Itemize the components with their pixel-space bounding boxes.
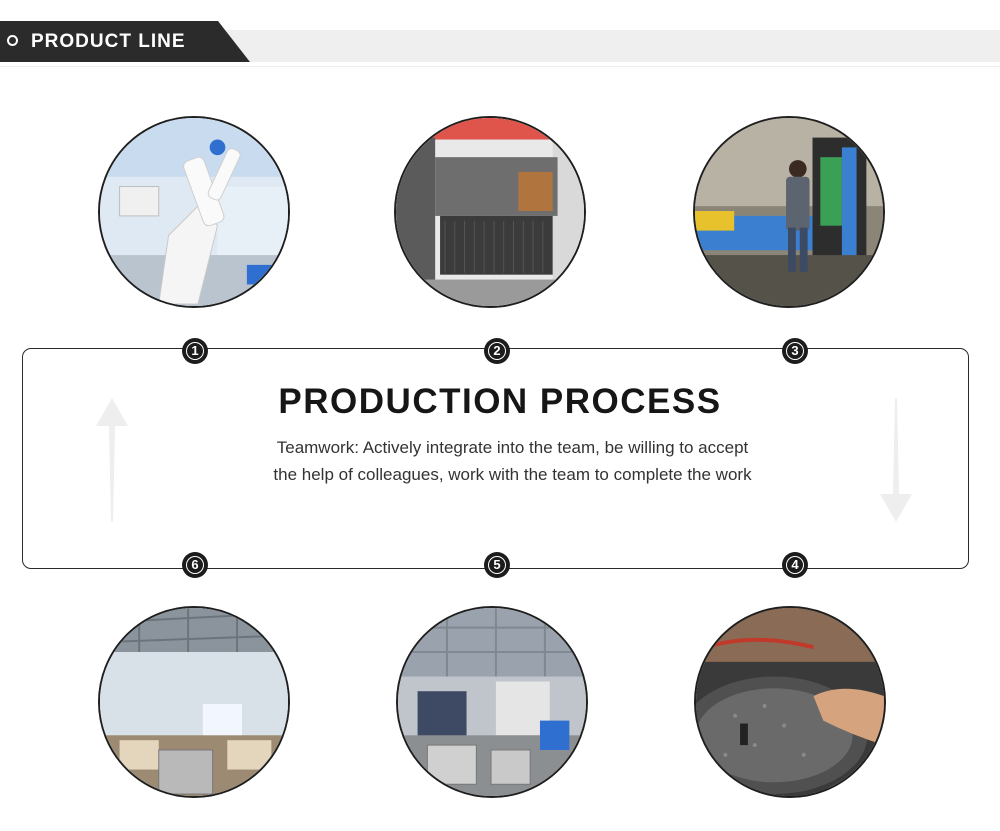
header-circle-icon bbox=[7, 35, 18, 46]
arrow-up-icon bbox=[96, 398, 128, 522]
step-badge-4: 4 bbox=[782, 552, 808, 578]
step-badge-2: 2 bbox=[484, 338, 510, 364]
tube-cutting-image bbox=[695, 118, 883, 306]
photo-welding-robot bbox=[98, 116, 290, 308]
laser-cutting-image bbox=[396, 118, 584, 306]
step-number: 4 bbox=[791, 557, 799, 572]
panel-title: PRODUCTION PROCESS bbox=[278, 382, 722, 421]
production-process-panel bbox=[22, 348, 969, 569]
step-badge-1: 1 bbox=[182, 338, 208, 364]
photo-warehouse bbox=[98, 606, 290, 798]
warehouse-image bbox=[100, 608, 288, 796]
header-title: PRODUCT LINE bbox=[31, 31, 186, 52]
step-number: 5 bbox=[493, 557, 501, 572]
step-badge-6: 6 bbox=[182, 552, 208, 578]
assembly-image bbox=[696, 608, 884, 796]
header-tab bbox=[0, 21, 250, 62]
panel-description: Teamwork: Actively integrate into the te… bbox=[273, 438, 752, 484]
step-number: 6 bbox=[191, 557, 199, 572]
step-badge-5: 5 bbox=[484, 552, 510, 578]
workshop-image bbox=[398, 608, 586, 796]
welding-robot-image bbox=[100, 118, 288, 306]
step-number: 3 bbox=[791, 343, 799, 358]
photo-workshop-production bbox=[396, 606, 588, 798]
header-divider bbox=[0, 66, 1000, 67]
step-badge-3: 3 bbox=[782, 338, 808, 364]
step-number: 2 bbox=[493, 343, 501, 358]
arrow-down-icon bbox=[880, 398, 912, 522]
photo-tube-cutting-machine bbox=[693, 116, 885, 308]
photo-hand-assembly bbox=[694, 606, 886, 798]
step-number: 1 bbox=[191, 343, 199, 358]
photo-laser-cutting-machine bbox=[394, 116, 586, 308]
